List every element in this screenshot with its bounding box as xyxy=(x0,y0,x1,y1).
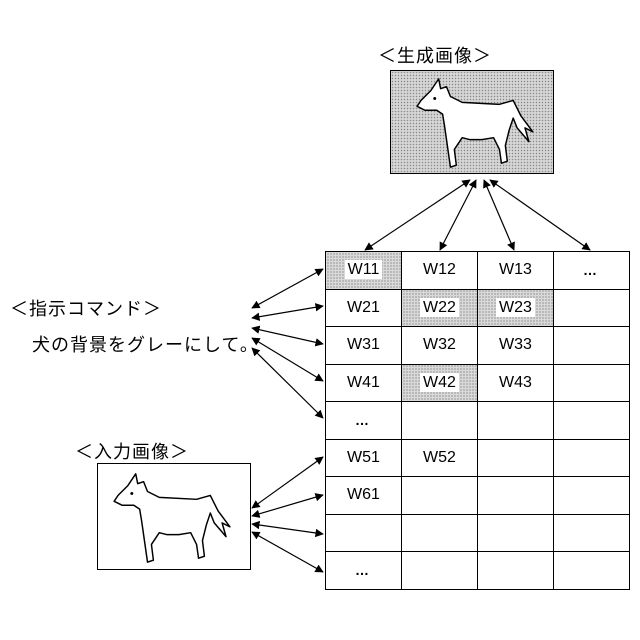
arrow xyxy=(252,338,323,381)
arrow xyxy=(440,180,476,250)
arrow xyxy=(252,348,323,418)
arrow xyxy=(252,269,323,308)
arrow xyxy=(252,524,323,534)
arrow xyxy=(365,180,470,250)
arrow xyxy=(252,532,323,572)
arrow xyxy=(252,495,323,516)
arrow xyxy=(490,180,590,250)
arrow xyxy=(484,180,514,250)
arrow xyxy=(252,306,323,318)
arrow xyxy=(252,457,323,508)
arrow xyxy=(252,328,323,344)
